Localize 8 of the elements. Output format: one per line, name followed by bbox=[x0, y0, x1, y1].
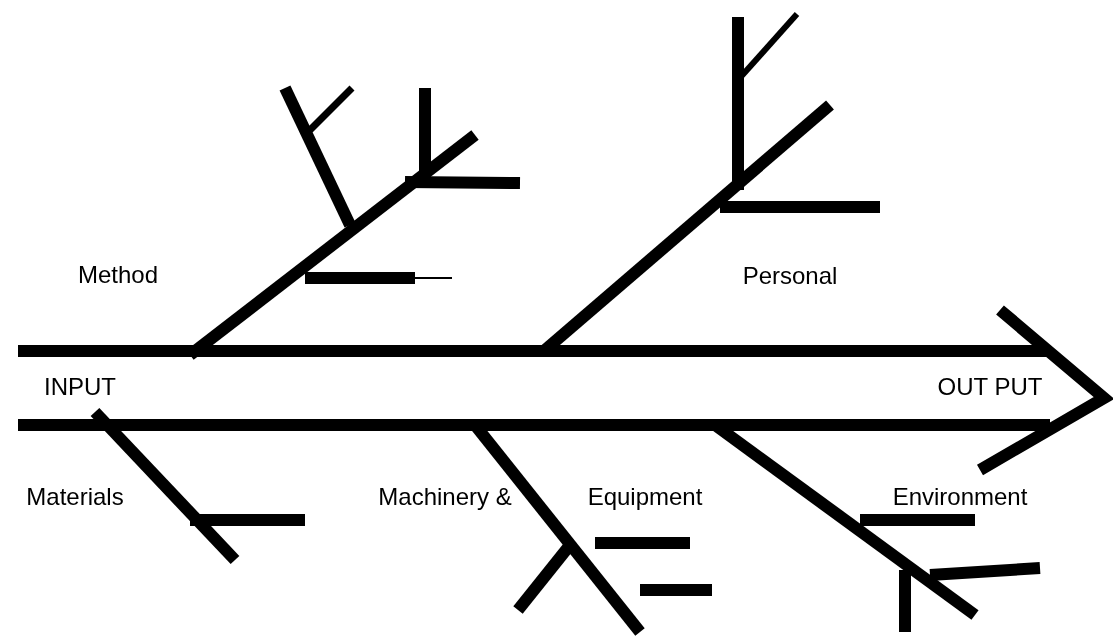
category-label: Method bbox=[77, 263, 159, 287]
category-label: Equipment bbox=[587, 485, 703, 509]
category-label: Machinery & bbox=[378, 485, 512, 509]
category-label: INPUT bbox=[44, 375, 116, 399]
category-label: Environment bbox=[892, 485, 1028, 509]
category-label: Personal bbox=[742, 264, 838, 288]
category-label: OUT PUT bbox=[937, 375, 1043, 399]
category-label: Materials bbox=[26, 485, 124, 509]
